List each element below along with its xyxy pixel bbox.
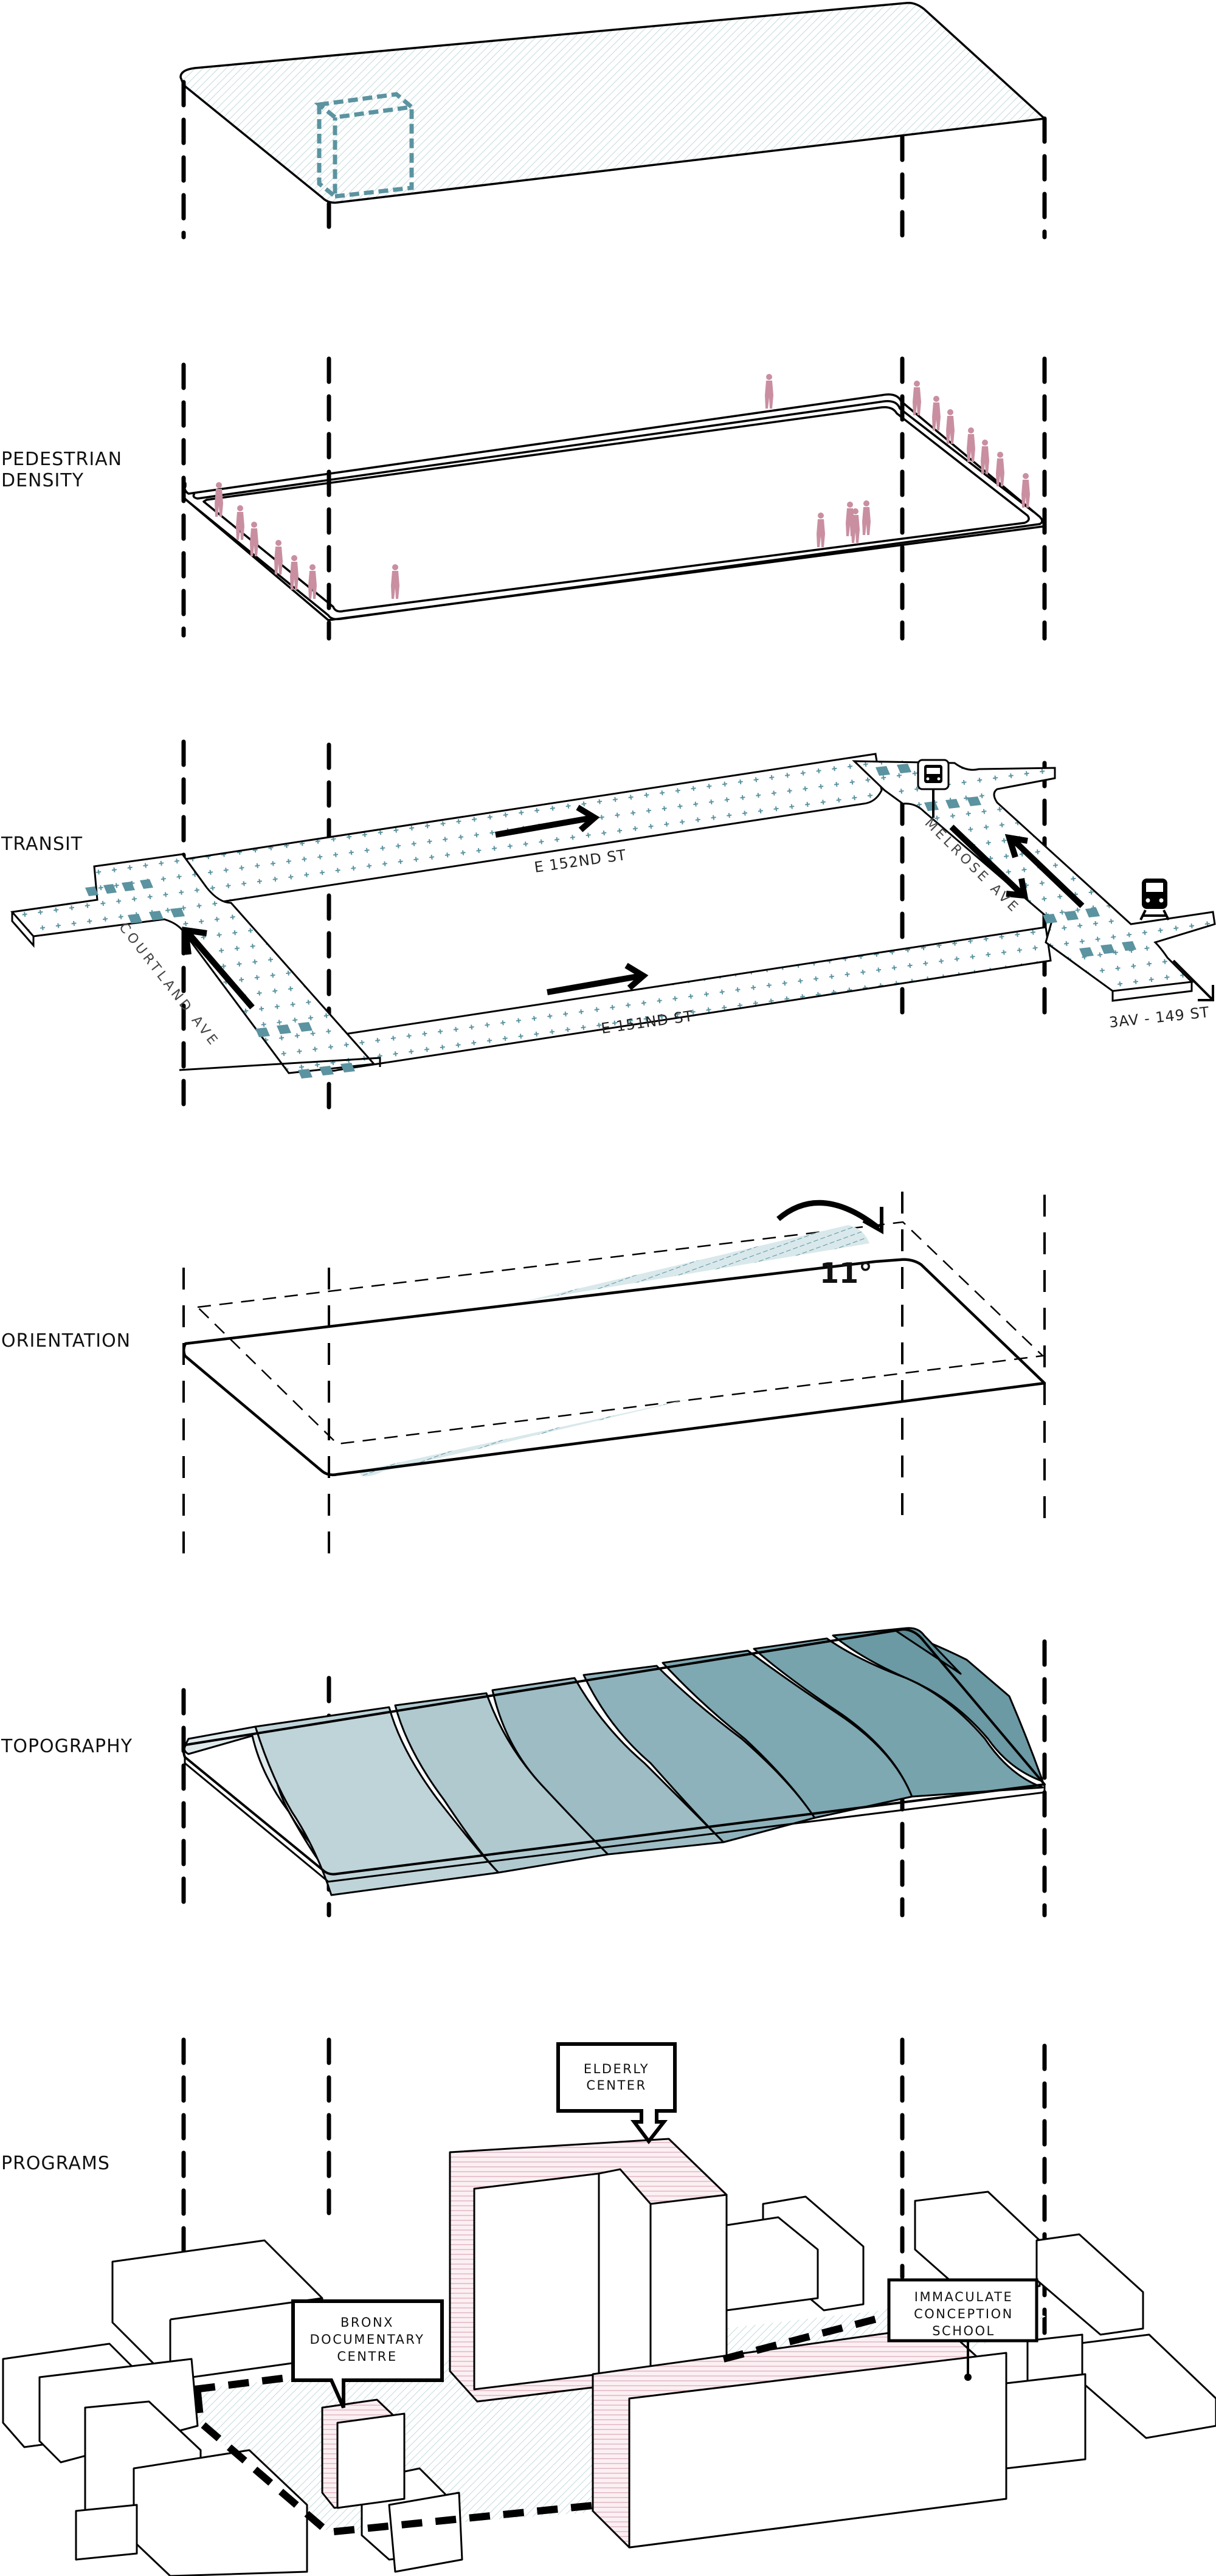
person-icon: [932, 396, 941, 430]
person-icon: [215, 482, 223, 517]
callout-label: BRONX: [340, 2315, 394, 2330]
arrow-southeast-icon: [949, 824, 1029, 899]
program-buildings: [321, 2138, 1086, 2549]
arrow-northwest-icon: [182, 927, 255, 1010]
site-footprint: [182, 1258, 1046, 1477]
context-buildings: [2, 2191, 1216, 2576]
section-orientation: ORIENTATION 11°: [1, 1192, 1046, 1556]
section-site: [179, 1, 1047, 240]
callout-label: SCHOOL: [932, 2324, 995, 2338]
person-icon: [946, 409, 955, 444]
person-icon: [981, 440, 989, 474]
rotation-wedge: [520, 1225, 869, 1302]
bus-stop-icon: [917, 759, 950, 818]
section-label-programs: PROGRAMS: [1, 2153, 110, 2174]
guide-lines: [181, 356, 1047, 641]
callout-elderly-center: ELDERLY CENTER: [556, 2042, 677, 2144]
contour-band-9: [893, 1627, 962, 1675]
arrow-station-icon: [1172, 959, 1214, 1001]
person-icon: [308, 564, 317, 599]
topo-outline: [182, 1628, 1046, 1876]
callout-label: CONCEPTION: [914, 2307, 1014, 2321]
section-label-topography: TOPOGRAPHY: [1, 1736, 133, 1757]
section-transit: TRANSIT: [1, 739, 1216, 1115]
section-label-density: DENSITY: [1, 470, 84, 491]
person-icon: [290, 555, 299, 590]
original-footprint: [196, 1221, 1045, 1445]
person-icon: [274, 540, 283, 575]
arrow-northwest-icon: [1004, 834, 1085, 908]
person-icon: [967, 427, 975, 462]
person-icon: [391, 564, 399, 599]
section-label-orientation: ORIENTATION: [1, 1330, 131, 1352]
person-icon: [1021, 473, 1030, 508]
rotation-wedge: [359, 1395, 705, 1477]
person-icon: [236, 505, 244, 540]
callout-bronx-documentary: BRONX DOCUMENTARY CENTRE: [291, 2299, 444, 2409]
arrow-east-icon: [547, 962, 649, 995]
contour-band-7: [753, 1637, 1044, 1798]
guide-lines: [182, 1192, 1046, 1556]
callout-label: ELDERLY: [584, 2062, 649, 2076]
callout-label: CENTRE: [337, 2349, 397, 2364]
station-label: 3AV - 149 ST: [1108, 1004, 1211, 1031]
callout-immaculate-conception: IMMACULATE CONCEPTION SCHOOL: [887, 2278, 1038, 2381]
callout-label: DOCUMENTARY: [310, 2332, 425, 2347]
person-icon: [862, 500, 871, 535]
arrow-east-icon: [495, 804, 600, 838]
street-melrose-ave: [852, 760, 1216, 992]
section-pedestrian-density: PEDESTRIAN DENSITY: [1, 356, 1047, 641]
block-outline: [182, 393, 1043, 621]
traffic-arrows: [182, 804, 1085, 1010]
person-icon: [996, 452, 1004, 486]
train-icon: [1139, 879, 1170, 920]
contour-bands: [182, 1627, 1046, 1896]
person-icon: [817, 513, 825, 547]
callout-label: CENTER: [586, 2078, 646, 2093]
person-icon: [913, 381, 921, 415]
site-slab: [179, 1, 1046, 204]
section-label-pedestrian: PEDESTRIAN: [1, 449, 122, 470]
street-courtland-ave: [10, 853, 376, 1074]
site-boundary-line: [194, 2314, 883, 2536]
crosswalks: [85, 761, 1136, 1079]
massing-box-icon: [314, 92, 417, 201]
section-label-transit: TRANSIT: [1, 834, 83, 855]
callout-label: IMMACULATE: [914, 2290, 1013, 2304]
contour-band-8: [832, 1628, 1044, 1783]
section-topography: TOPOGRAPHY: [1, 1627, 1047, 1918]
person-icon: [765, 374, 773, 409]
rotation-angle-label: 11°: [820, 1257, 872, 1290]
person-icon: [250, 522, 258, 556]
street-e151nd: [321, 926, 1052, 1072]
section-programs: PROGRAMS: [1, 2037, 1216, 2576]
rotation-arrow-icon: [776, 1200, 880, 1231]
